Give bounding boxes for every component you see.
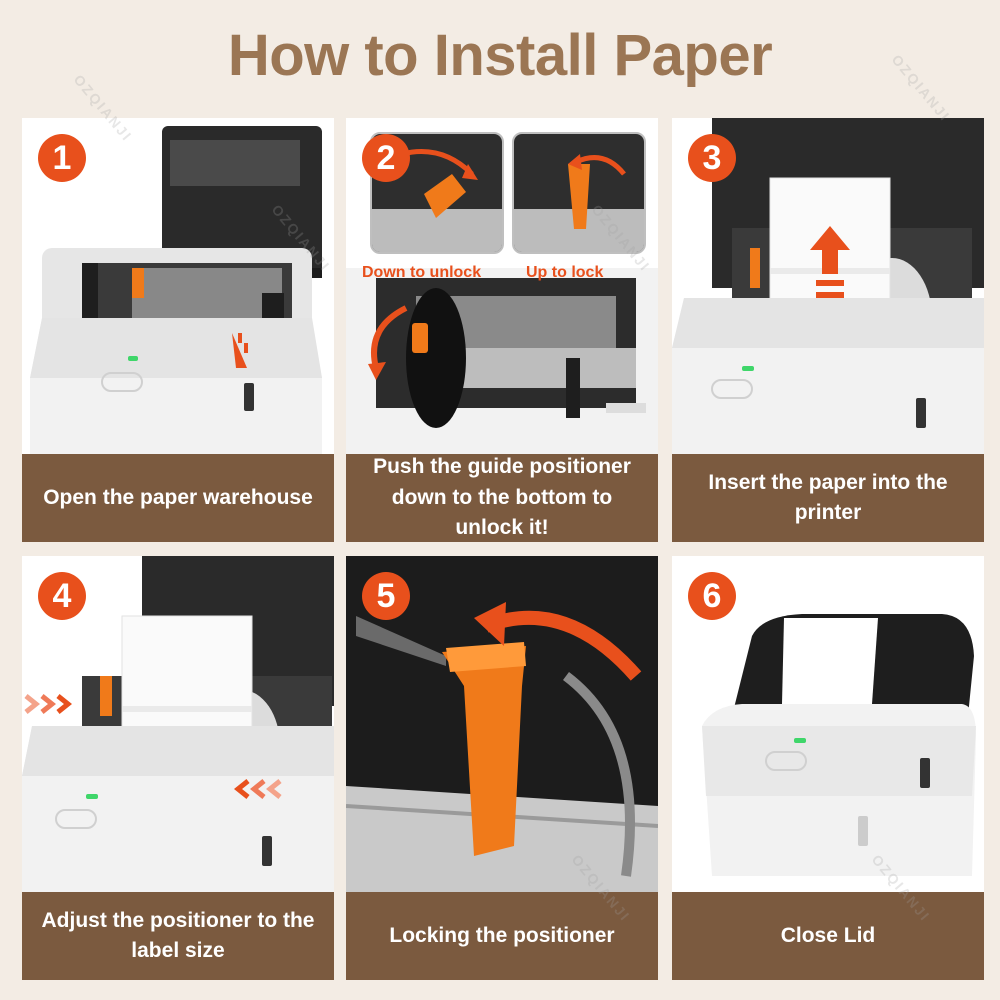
page-title: How to Install Paper — [227, 23, 773, 88]
step-4-panel: 4 Adjust the positioner to the label siz… — [22, 556, 334, 980]
step-1-caption: Open the paper warehouse — [22, 454, 334, 542]
step-6-caption: Close Lid — [672, 892, 984, 980]
lock-detail-illustration — [514, 134, 644, 252]
step-2-panel: Down to unlock Up to lock 2 Push the gui… — [346, 118, 658, 542]
printer-insert-paper-illustration — [672, 118, 984, 454]
step-2-caption: Push the guide positioner down to the bo… — [346, 454, 658, 542]
printer-unlock-illustration — [346, 268, 658, 454]
unlock-detail-illustration — [372, 134, 502, 252]
step-3-badge: 3 — [688, 134, 736, 182]
step-6-panel: 6 Close Lid — [672, 556, 984, 980]
step-3-panel: 3 Insert the paper into the printer — [672, 118, 984, 542]
step-2-badge: 2 — [362, 134, 410, 182]
step-4-badge: 4 — [38, 572, 86, 620]
step-6-badge: 6 — [688, 572, 736, 620]
step-5-caption: Locking the positioner — [346, 892, 658, 980]
positioner-lock-illustration — [346, 556, 658, 892]
step-3-caption: Insert the paper into the printer — [672, 454, 984, 542]
up-to-lock-label: Up to lock — [526, 264, 604, 281]
down-to-unlock-label: Down to unlock — [362, 264, 482, 281]
step-1-badge: 1 — [38, 134, 86, 182]
step-1-panel: 1 Open the paper warehouse — [22, 118, 334, 542]
step-5-panel: 5 Locking the positioner — [346, 556, 658, 980]
printer-closed-illustration — [702, 614, 976, 876]
printer-open-illustration — [30, 126, 322, 454]
unlock-inset — [370, 132, 504, 254]
printer-adjust-illustration — [22, 556, 334, 892]
lock-inset — [512, 132, 646, 254]
step-5-badge: 5 — [362, 572, 410, 620]
step-4-caption: Adjust the positioner to the label size — [22, 892, 334, 980]
